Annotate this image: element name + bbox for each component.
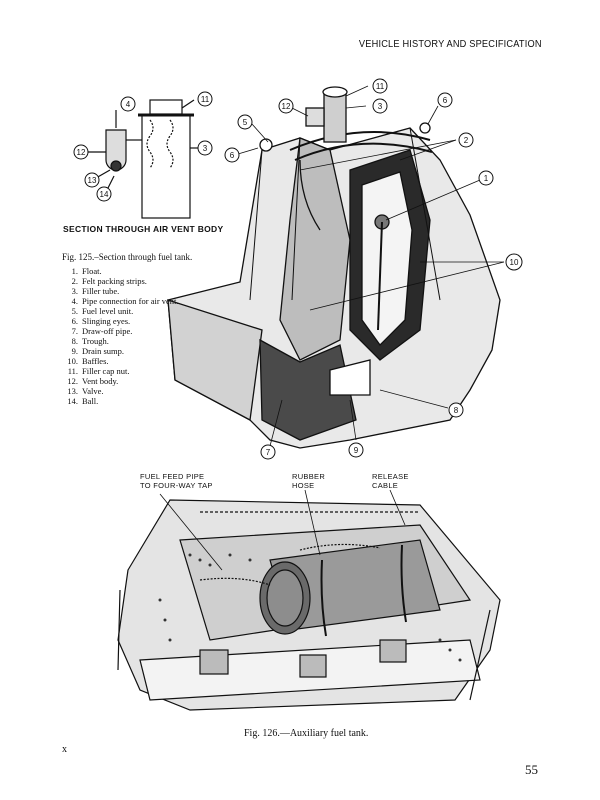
page-mark: x [62, 744, 67, 755]
fig125-caption: Fig. 125.–Section through fuel tank. Flo… [62, 252, 212, 406]
callout-11-vent: 11 [201, 95, 210, 104]
part-item: Drain sump. [64, 346, 125, 356]
callout-circles [73, 78, 523, 460]
callout-12-vent: 12 [77, 148, 86, 157]
vent-section-label: SECTION THROUGH AIR VENT BODY [63, 224, 224, 234]
part-item: Trough. [64, 336, 109, 346]
part-item: Filler cap nut. [64, 366, 130, 376]
part-item: Float. [64, 266, 102, 276]
fig125-title: Fig. 125.–Section through fuel tank. [62, 252, 193, 262]
part-item: Felt packing strips. [64, 276, 147, 286]
fuel-feed-callout: FUEL FEED PIPE TO FOUR-WAY TAP [140, 472, 213, 490]
callout-12-tank: 12 [282, 102, 291, 111]
rubber-hose-label-line2: HOSE [292, 481, 315, 490]
callout-14: 14 [100, 190, 109, 199]
part-item: Ball. [64, 396, 99, 406]
release-cable-label-line2: CABLE [372, 481, 399, 490]
callout-5: 5 [243, 118, 248, 127]
part-item: Vent body. [64, 376, 119, 386]
part-item: Valve. [64, 386, 104, 396]
part-item: Draw-off pipe. [64, 326, 133, 336]
callout-8: 8 [454, 406, 459, 415]
fig125-parts-list: Float. Felt packing strips. Filler tube.… [62, 266, 212, 406]
rubber-hose-callout: RUBBER HOSE [292, 472, 325, 490]
running-header: VEHICLE HISTORY AND SPECIFICATION [359, 38, 542, 50]
callout-4: 4 [126, 100, 131, 109]
part-item: Baffles. [64, 356, 109, 366]
release-cable-label-line1: RELEASE [372, 472, 409, 481]
rubber-hose-label-line1: RUBBER [292, 472, 326, 481]
part-item: Filler tube. [64, 286, 120, 296]
callout-2: 2 [464, 136, 469, 145]
release-cable-callout: RELEASE CABLE [372, 472, 409, 490]
fuel-feed-label-line1: FUEL FEED PIPE [140, 472, 205, 481]
fuel-feed-label-line2: TO FOUR-WAY TAP [140, 481, 213, 490]
callout-7: 7 [266, 448, 271, 457]
tank-leader-lines [237, 85, 505, 447]
callout-6-left: 6 [230, 151, 235, 160]
callout-3-vent: 3 [203, 144, 208, 153]
auxiliary-fuel-tank-drawing [117, 489, 501, 711]
part-item: Fuel level unit. [64, 306, 134, 316]
part-item: Pipe connection for air vent. [64, 296, 179, 306]
fig126-caption: Fig. 126.—Auxiliary fuel tank. [244, 728, 369, 739]
callout-11-tank: 11 [376, 82, 385, 91]
callout-9: 9 [354, 446, 359, 455]
callout-3-tank: 3 [378, 102, 383, 111]
part-item: Slinging eyes. [64, 316, 131, 326]
callout-1: 1 [484, 174, 489, 183]
fuel-tank-cutaway-drawing [167, 86, 501, 449]
callout-10: 10 [510, 258, 519, 267]
callout-13: 13 [88, 176, 97, 185]
callout-6-right: 6 [443, 96, 448, 105]
page-number: 55 [525, 762, 538, 777]
